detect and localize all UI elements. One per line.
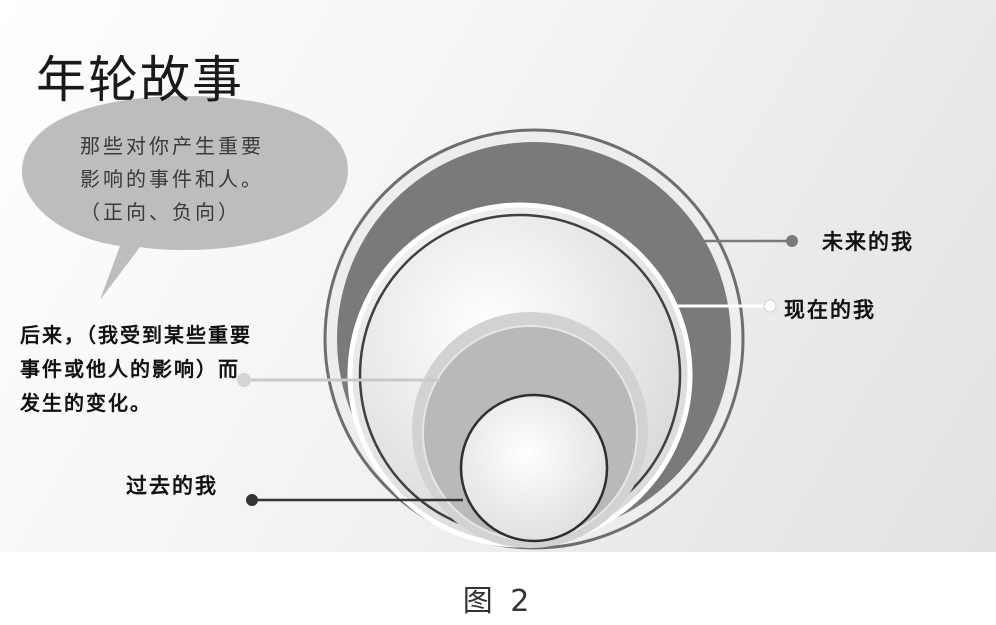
change-dot bbox=[237, 373, 251, 387]
change-description: 后来，（我受到某些重要事件或他人的影响）而发生的变化。 bbox=[20, 323, 252, 415]
growth-rings-diagram bbox=[22, 96, 798, 550]
ring-past bbox=[459, 393, 609, 543]
bubble-text: 那些对你产生重要影响的事件和人。（正向、负向） bbox=[80, 134, 264, 224]
speech-bubble bbox=[22, 96, 348, 300]
future-dot bbox=[786, 235, 798, 247]
slide: 年轮故事 那些对你产生重要影响的事件和人。（正向、负向） 后来，（我受到某些重要… bbox=[0, 0, 996, 552]
label-past-self: 过去的我 bbox=[126, 473, 218, 498]
past-dot bbox=[246, 494, 258, 506]
figure-caption: 图 2 bbox=[462, 584, 534, 619]
diagram-title: 年轮故事 bbox=[36, 51, 244, 109]
present-dot bbox=[763, 299, 777, 313]
label-future-self: 未来的我 bbox=[822, 229, 914, 254]
label-present-self: 现在的我 bbox=[784, 297, 876, 322]
